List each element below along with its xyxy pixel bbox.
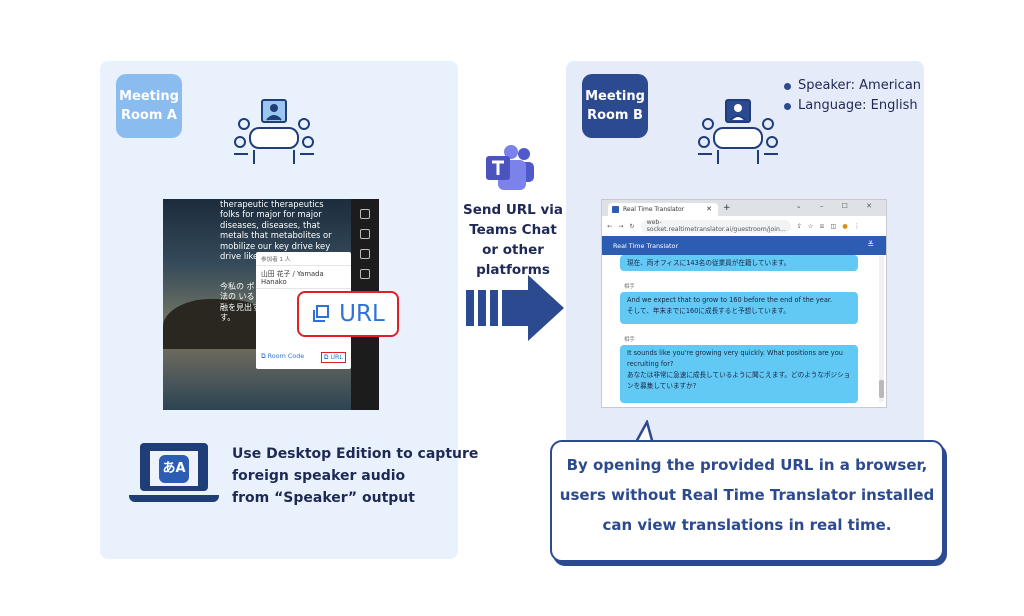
app-header: Real Time Translator ≚: [602, 236, 886, 255]
explanation-line3: can view translations in real time.: [602, 516, 892, 534]
room-b-badge-line1: Meeting: [585, 89, 645, 104]
speaker-info: Speaker: American: [798, 78, 922, 93]
reload-icon[interactable]: ↻: [629, 222, 635, 230]
chat-message: And we expect that to grow to 160 before…: [620, 292, 858, 324]
sidebar-icon[interactable]: [360, 249, 370, 259]
desc-line1: Use Desktop Edition to capture: [232, 446, 479, 462]
message-translation: そして、年末までに160に成長すると予想しています。: [627, 307, 790, 315]
send-url-line2: Teams Chat: [469, 222, 557, 238]
desc-line3: from “Speaker” output: [232, 490, 415, 506]
chat-message: 現在、両オフィスに143名の従業員が在籍しています。: [620, 255, 858, 271]
subtitle-english: therapeutic therapeutics folks for major…: [220, 199, 332, 262]
url-button[interactable]: ⧉ URL: [320, 352, 346, 363]
app-title: Real Time Translator: [613, 241, 679, 250]
message-text: It sounds like you're growing very quick…: [627, 349, 843, 368]
send-url-text: Send URL via Teams Chat or other platfor…: [452, 200, 574, 280]
explanation-line2: users without Real Time Translator insta…: [559, 486, 935, 504]
sidebar-icon[interactable]: [360, 229, 370, 239]
window-controls[interactable]: ⌄ – ☐ ✕: [795, 202, 880, 210]
bullet-icon: [784, 102, 791, 110]
explanation-text: By opening the provided URL in a browser…: [555, 450, 939, 540]
favicon-icon: [612, 206, 619, 213]
room-code-button[interactable]: ⧉ Room Code: [261, 352, 305, 360]
desktop-edition-description: Use Desktop Edition to capture foreign s…: [232, 443, 478, 509]
back-icon[interactable]: ←: [607, 222, 613, 230]
close-tab-icon[interactable]: ✕: [706, 205, 712, 213]
send-url-line3: or other platforms: [476, 242, 550, 278]
chat-message: It sounds like you're growing very quick…: [620, 345, 858, 403]
speaker-label: 相手: [624, 337, 635, 343]
bookmark-icon[interactable]: ☆: [807, 222, 814, 230]
desktop-edition-screenshot: therapeutic therapeutics folks for major…: [163, 199, 379, 410]
share-icon[interactable]: ⇪: [796, 222, 802, 230]
url-callout: URL: [297, 291, 399, 337]
profile-icon[interactable]: ●: [842, 222, 848, 230]
room-a-badge-line2: Room A: [120, 108, 177, 123]
meeting-table-icon-a: [234, 99, 314, 164]
browser-tab-bar: Real Time Translator ✕ + ⌄ – ☐ ✕: [602, 200, 886, 216]
room-b-badge-line2: Room B: [587, 108, 643, 123]
address-bar[interactable]: web-socket.realtimetranslator.ai/guestro…: [640, 219, 791, 233]
teams-icon: [486, 145, 534, 190]
message-translation: あなたは非常に急速に成長しているように聞こえます。どのようなポジションを募集して…: [627, 371, 851, 390]
room-b-badge: Meeting Room B: [582, 74, 648, 138]
tab-title: Real Time Translator: [623, 206, 685, 213]
message-text: And we expect that to grow to 160 before…: [627, 296, 833, 304]
room-b-info: Speaker: American Language: English: [784, 76, 921, 116]
playlist-icon[interactable]: ≡: [819, 222, 825, 230]
callout-tail: [633, 420, 655, 444]
address-url: web-socket.realtimetranslator.ai/guestro…: [646, 219, 786, 233]
message-text: 現在、両オフィスに143名の従業員が在籍しています。: [627, 259, 791, 267]
copy-icon: [313, 305, 330, 322]
desc-line2: foreign speaker audio: [232, 468, 406, 484]
speaker-label: 相手: [624, 284, 635, 290]
new-tab-icon[interactable]: +: [723, 203, 731, 213]
collapse-icon[interactable]: ≚: [867, 240, 874, 249]
room-a-badge: Meeting Room A: [116, 74, 182, 138]
arrow-right-icon: [466, 275, 564, 341]
room-a-badge-line1: Meeting: [119, 89, 179, 104]
bullet-icon: [784, 82, 791, 90]
browser-tab[interactable]: Real Time Translator ✕: [608, 203, 718, 216]
participant-name: 山田 花子 / Yamada Hanako: [256, 265, 351, 289]
sidepanel-icon[interactable]: ◫: [830, 222, 837, 230]
address-row: ← → ↻ web-socket.realtimetranslator.ai/g…: [602, 216, 886, 236]
sidebar-icon[interactable]: [360, 269, 370, 279]
url-callout-label: URL: [339, 301, 385, 327]
sidebar-icon[interactable]: [360, 209, 370, 219]
laptop-base: [129, 495, 219, 502]
explanation-line1: By opening the provided URL in a browser…: [566, 456, 928, 474]
participants-count: 参加者 1 人: [261, 257, 291, 263]
chat-area: 現在、両オフィスに143名の従業員が在籍しています。 相手 And we exp…: [602, 255, 886, 407]
menu-icon[interactable]: ⋮: [853, 222, 860, 230]
browser-window: Real Time Translator ✕ + ⌄ – ☐ ✕ ← → ↻ w…: [601, 199, 887, 408]
language-info: Language: English: [798, 98, 918, 113]
forward-icon[interactable]: →: [618, 222, 624, 230]
translator-app-icon: あA: [159, 455, 189, 483]
scrollbar[interactable]: [879, 256, 884, 402]
send-url-line1: Send URL via: [462, 202, 564, 218]
meeting-table-icon-b: [698, 99, 778, 164]
explanation-callout: [550, 440, 944, 562]
